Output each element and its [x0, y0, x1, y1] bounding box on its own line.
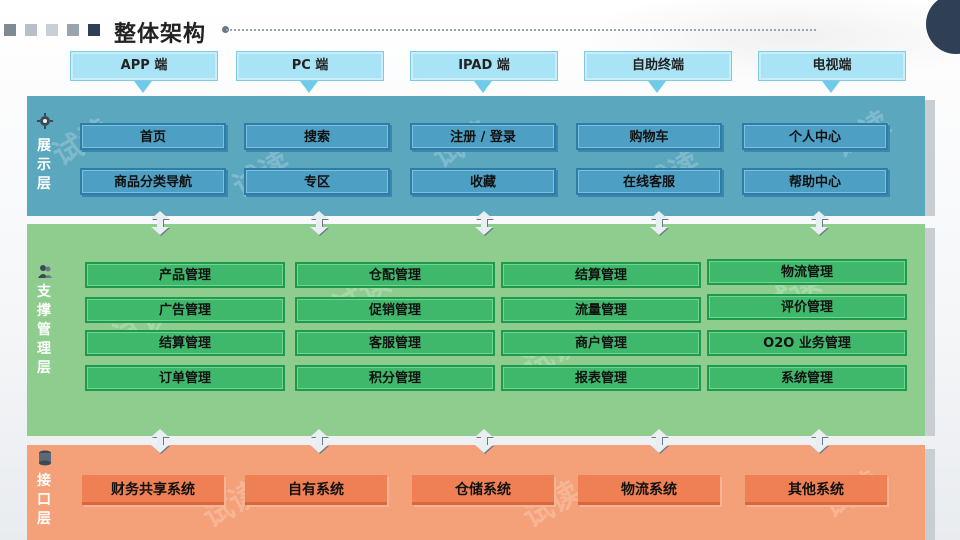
module-settlement-mgmt-2: 结算管理 [501, 262, 701, 288]
module-ad-mgmt: 广告管理 [85, 297, 285, 323]
layer-label-support: 支撑管理层 [37, 284, 51, 376]
bidirectional-arrow-icon [475, 429, 493, 453]
title-line-dot [222, 26, 229, 33]
header-square-1 [4, 24, 16, 36]
module-service-mgmt: 客服管理 [295, 330, 495, 356]
client-pc: PC 端 [236, 51, 384, 81]
down-arrow-icon [822, 81, 840, 93]
client-ipad: IPAD 端 [410, 51, 558, 81]
module-o2o-mgmt: O2O 业务管理 [707, 330, 907, 356]
module-home: 首页 [80, 123, 226, 150]
module-product-mgmt: 产品管理 [85, 262, 285, 288]
users-icon [38, 265, 52, 278]
module-logistics-mgmt: 物流管理 [707, 259, 907, 285]
presentation-layer [27, 96, 925, 216]
down-arrow-icon [134, 81, 152, 93]
module-logistics-system: 物流系统 [578, 475, 720, 505]
module-warehouse-mgmt: 仓配管理 [295, 262, 495, 288]
bidirectional-arrow-icon [810, 211, 828, 235]
bidirectional-arrow-icon [650, 429, 668, 453]
down-arrow-icon [474, 81, 492, 93]
header-square-5 [88, 24, 100, 36]
bidirectional-arrow-icon [475, 211, 493, 235]
header-square-4 [67, 24, 79, 36]
header-square-2 [25, 24, 37, 36]
module-review-mgmt: 评价管理 [707, 294, 907, 320]
down-arrow-icon [648, 81, 666, 93]
module-profile: 个人中心 [742, 123, 888, 150]
module-zone: 专区 [244, 168, 390, 195]
module-other-system: 其他系统 [745, 475, 887, 505]
page-title: 整体架构 [114, 22, 207, 47]
module-login: 注册 / 登录 [410, 123, 556, 150]
title-divider [226, 29, 816, 31]
module-order-mgmt: 订单管理 [85, 365, 285, 391]
layer-shadow [925, 100, 935, 216]
client-kiosk: 自助终端 [584, 51, 732, 81]
layer-label-show: 展示层 [37, 138, 51, 192]
module-merchant-mgmt: 商户管理 [501, 330, 701, 356]
module-finance-system: 财务共享系统 [82, 475, 224, 505]
module-cart: 购物车 [576, 123, 722, 150]
module-category: 商品分类导航 [80, 168, 226, 195]
bidirectional-arrow-icon [310, 429, 328, 453]
bidirectional-arrow-icon [650, 211, 668, 235]
module-traffic-mgmt: 流量管理 [501, 297, 701, 323]
bidirectional-arrow-icon [310, 211, 328, 235]
bidirectional-arrow-icon [810, 429, 828, 453]
header-square-3 [46, 24, 58, 36]
module-report-mgmt: 报表管理 [501, 365, 701, 391]
module-settlement-mgmt: 结算管理 [85, 330, 285, 356]
down-arrow-icon [300, 81, 318, 93]
module-help: 帮助中心 [742, 168, 888, 195]
module-favorites: 收藏 [410, 168, 556, 195]
module-promotion-mgmt: 促销管理 [295, 297, 495, 323]
module-online-service: 在线客服 [576, 168, 722, 195]
bidirectional-arrow-icon [151, 429, 169, 453]
module-points-mgmt: 积分管理 [295, 365, 495, 391]
gear-icon [37, 113, 53, 129]
module-warehouse-system: 仓储系统 [412, 475, 554, 505]
module-own-system: 自有系统 [245, 475, 387, 505]
client-app: APP 端 [70, 51, 218, 81]
database-icon [39, 450, 51, 466]
layer-shadow [925, 228, 935, 436]
bidirectional-arrow-icon [151, 211, 169, 235]
client-tv: 电视端 [758, 51, 906, 81]
module-system-mgmt: 系统管理 [707, 365, 907, 391]
layer-shadow [925, 449, 935, 540]
module-search: 搜索 [244, 123, 390, 150]
layer-label-interface: 接口层 [37, 473, 51, 527]
